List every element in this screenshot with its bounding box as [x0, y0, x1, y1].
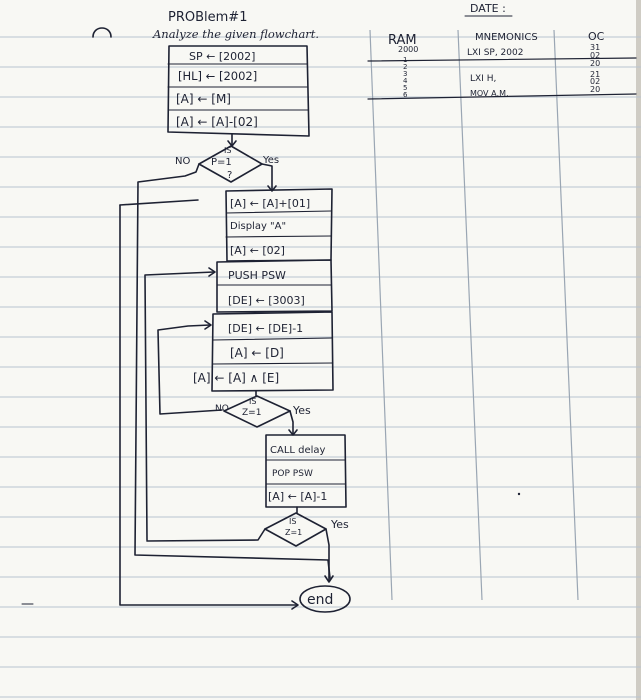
end-label: end — [307, 592, 333, 608]
opcode-5: 02 — [590, 77, 600, 86]
block-1-step-1: [A] ← [A]+[01] — [230, 197, 310, 210]
problem-title: PROBlem#1 — [168, 10, 247, 25]
decision-2: IS Z=1 NO Yes — [215, 395, 311, 428]
block-2-step-1: PUSH PSW — [228, 269, 286, 282]
ram-1: 1 — [403, 56, 407, 64]
ram-4: 4 — [403, 77, 408, 85]
block-4-step-2: POP PSW — [272, 469, 313, 479]
init-step-4: [A] ← [A]-[02] — [176, 115, 258, 129]
decision-3-cond: Z=1 — [285, 528, 302, 537]
block-2-step-2: [DE] ← [3003] — [228, 294, 305, 307]
decision-2-yes-label: Yes — [292, 404, 311, 417]
end-terminator: end — [299, 585, 351, 613]
block-4-step-3: [A] ← [A]-1 — [268, 490, 327, 503]
opcode-4: 21 — [590, 70, 600, 79]
opcode-1: 31 — [590, 43, 600, 52]
decision-2-no-label: NO — [215, 404, 229, 414]
decision-1-cond: P=1 — [211, 157, 232, 168]
block-3: [DE] ← [DE]-1 [A] ← [D] [A] ← [A] ∧ [E] — [193, 311, 334, 392]
ram-3: 3 — [403, 70, 407, 78]
opcode-6: 20 — [590, 85, 600, 94]
opcode-2: 02 — [590, 51, 600, 60]
opcode-3: 20 — [590, 59, 600, 68]
init-step-3: [A] ← [M] — [176, 92, 231, 106]
mnemonic-2: LXI H, — [470, 74, 496, 84]
pen-dot — [517, 492, 521, 496]
block-3-step-1: [DE] ← [DE]-1 — [228, 322, 303, 335]
table-grid — [367, 29, 637, 601]
table-header-oc: OC — [588, 30, 605, 43]
mnemonic-1: LXI SP, 2002 — [467, 48, 523, 58]
init-step-2: [HL] ← [2002] — [178, 69, 257, 83]
decision-1-top: IS — [224, 146, 231, 155]
block-1-step-2: Display "A" — [230, 221, 286, 232]
table-header-ram: RAM — [388, 33, 417, 48]
mnemonic-3: MOV A,M, — [470, 89, 509, 98]
decision-3-top: IS — [289, 517, 296, 526]
ram-0: 2000 — [398, 45, 418, 54]
decision-1-no-label: NO — [175, 156, 190, 167]
init-step-1: SP ← [2002] — [189, 50, 255, 63]
block-2: PUSH PSW [DE] ← [3003] — [216, 259, 333, 313]
block-3-step-3: [A] ← [A] ∧ [E] — [193, 371, 279, 385]
instruction-text: Analyze the given flowchart. — [152, 27, 319, 41]
decision-3: IS Z=1 Yes — [264, 512, 349, 547]
init-box: SP ← [2002] [HL] ← [2002] [A] ← [M] [A] … — [167, 45, 310, 137]
decision-1-yes-label: Yes — [262, 155, 279, 166]
block-1-step-3: [A] ← [02] — [230, 244, 285, 257]
binder-ring-mark — [92, 27, 112, 38]
decision-1: IS P=1 ? NO Yes — [175, 145, 279, 183]
ruled-lines — [0, 36, 641, 698]
date-label: DATE : — [470, 2, 506, 15]
ram-5: 5 — [403, 84, 407, 92]
block-4-step-1: CALL delay — [270, 445, 326, 456]
decision-3-yes-label: Yes — [330, 518, 349, 531]
ram-6: 6 — [403, 91, 408, 99]
decision-2-top: IS — [249, 397, 256, 406]
decision-1-bottom: ? — [227, 170, 232, 181]
decision-2-cond: Z=1 — [242, 408, 261, 418]
ram-2: 2 — [403, 63, 407, 71]
block-3-step-2: [A] ← [D] — [230, 346, 284, 360]
table-header-mnemonics: MNEMONICS — [475, 32, 538, 43]
block-4: CALL delay POP PSW [A] ← [A]-1 — [265, 434, 347, 508]
